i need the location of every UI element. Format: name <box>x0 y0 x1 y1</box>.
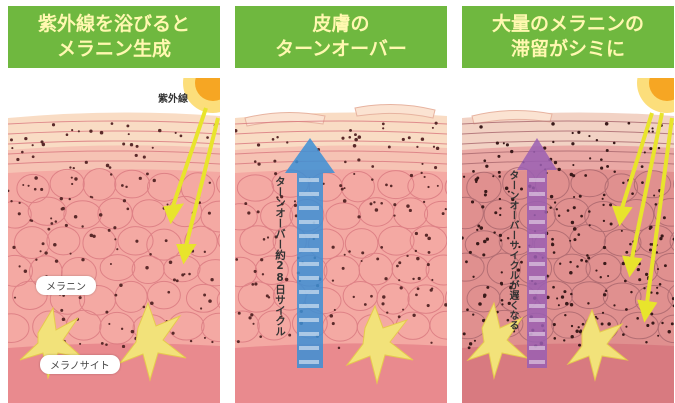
flaking-skin-icon <box>471 109 553 125</box>
panel-title-line1: 皮膚の <box>312 13 370 35</box>
sun-core-icon <box>649 78 674 101</box>
turnover-arrow-label: ターンオーバー約28日サイクル <box>274 176 286 337</box>
skin-illustration: ターンオーバー約28日サイクル <box>235 78 447 403</box>
uv-label: 紫外線 <box>158 94 188 105</box>
melanocyte-label: メラノサイト <box>40 355 120 374</box>
panel-title-line1: 紫外線を浴びると <box>37 13 190 35</box>
melanocyte-icon <box>345 304 414 385</box>
panel-title-line1: 大量のメラニンの <box>491 13 644 35</box>
panel-header: 大量のメラニンの 滞留がシミに <box>462 6 674 68</box>
panel-header: 紫外線を浴びると メラニン生成 <box>8 6 220 68</box>
turnover-arrow-icon <box>285 138 335 368</box>
panel-title-line2: 滞留がシミに <box>510 38 625 60</box>
panel-header: 皮膚の ターンオーバー <box>235 6 447 68</box>
skin-illustration: ターンオーバーサイクルが遅くなる <box>462 78 674 403</box>
slow-turnover-arrow-icon <box>517 138 557 368</box>
melanin-label: メラニン <box>36 276 96 295</box>
melanocyte-icon <box>466 301 629 382</box>
sun-core-icon <box>195 78 220 101</box>
uv-arrow-icon <box>163 107 220 265</box>
skin-illustration: 紫外線 メラニン メラノサイト <box>8 78 220 403</box>
slow-turnover-arrow-label: ターンオーバーサイクルが遅くなる <box>507 170 518 330</box>
panel-title-line2: メラニン生成 <box>56 38 171 60</box>
panel-title-line2: ターンオーバー <box>275 38 407 60</box>
panel-uv-melanin: 紫外線を浴びると メラニン生成 <box>8 0 220 403</box>
uv-arrow-icon <box>612 112 674 323</box>
panel-spots: 大量のメラニンの 滞留がシミに <box>462 0 674 403</box>
panel-turnover: 皮膚の ターンオーバー ターンオーバー約28日サイクル <box>235 0 447 403</box>
